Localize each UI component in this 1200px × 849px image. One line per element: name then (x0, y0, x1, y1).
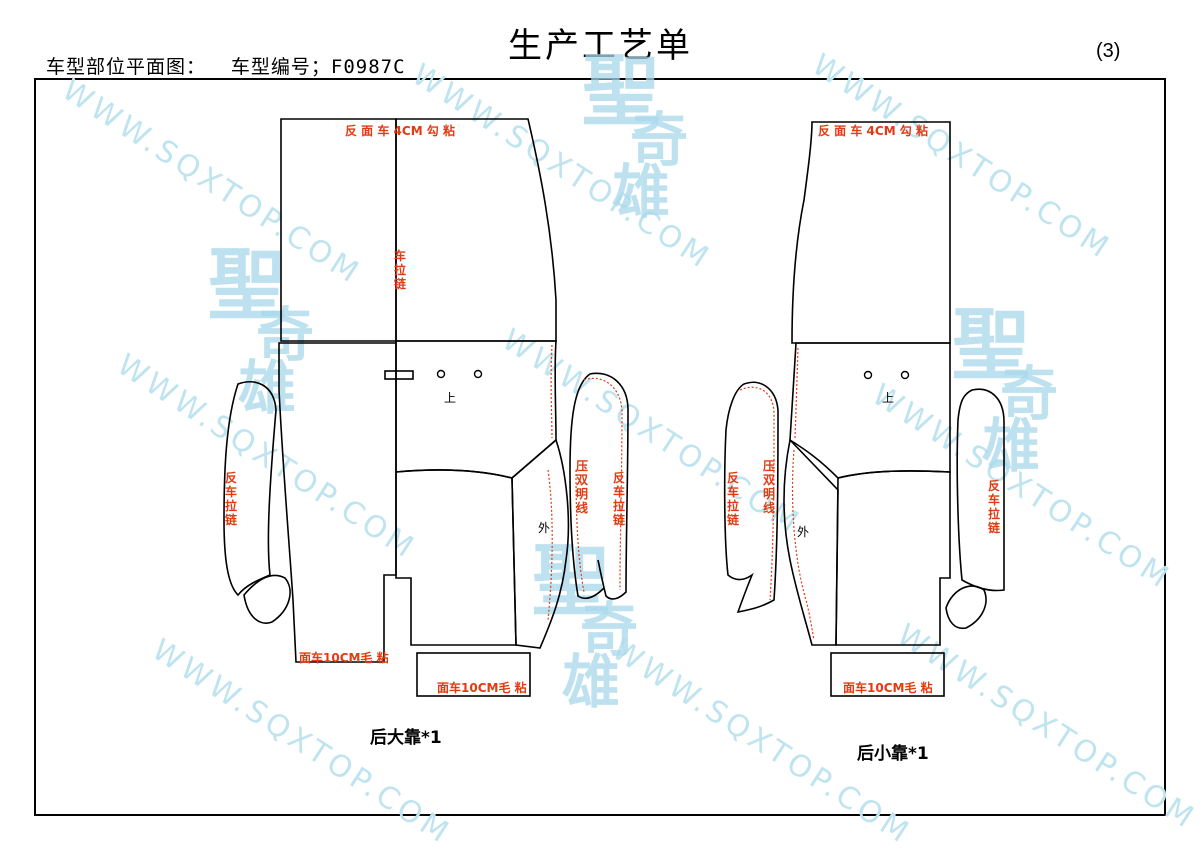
watermark-url: WWW.SQXTOP.COM (496, 322, 808, 541)
left-bottom-strip (416, 652, 531, 697)
right-bottom-note: 面车10CM毛 粘 (843, 680, 933, 695)
right-outer-mark: 外 (797, 525, 809, 539)
note-char: 链 (727, 512, 740, 527)
watermark-url: WWW.SQXTOP.COM (606, 632, 918, 849)
right-up-mark: 上 (882, 391, 894, 405)
note-char: 拉 (727, 498, 739, 513)
right-top-panel (791, 121, 951, 344)
note-char: 链 (394, 276, 407, 291)
left-side-note: 反 车 拉 链 (225, 470, 238, 527)
note-char: 车 (394, 248, 406, 263)
note-char: 反 (727, 470, 739, 485)
note-char: 拉 (988, 506, 1000, 521)
note-char: 链 (225, 512, 238, 527)
watermark-logo-char: 奇 (580, 596, 638, 664)
marker-hole (863, 370, 873, 380)
watermark-logo-char: 雄 (612, 158, 670, 226)
drawing-frame (34, 78, 1166, 816)
note-char: 链 (988, 520, 1001, 535)
right-left-note-1: 反 车 拉 链 (727, 470, 740, 527)
marker-hole (436, 369, 446, 379)
watermark-logo-char: 聖 (952, 300, 1030, 391)
right-stitch-lines (739, 347, 815, 641)
note-char: 线 (763, 500, 775, 515)
note-char: 双 (763, 473, 775, 487)
note-char: 车 (727, 484, 739, 499)
note-char: 车 (988, 492, 1000, 507)
model-number: 车型编号；F0987C (230, 56, 406, 78)
note-char: 拉 (613, 498, 625, 513)
note-char: 明 (576, 487, 588, 501)
zipper-tab (384, 370, 414, 380)
note-char: 线 (576, 500, 588, 515)
note-char: 反 (613, 470, 625, 485)
left-caption: 后大靠*1 (370, 727, 442, 748)
right-right-note: 反 车 拉 链 (988, 478, 1001, 535)
left-outer-wing (511, 438, 570, 649)
left-arm-piece (223, 381, 277, 597)
note-char: 明 (763, 487, 775, 501)
left-arm-flap (243, 574, 291, 624)
marker-hole (900, 370, 910, 380)
right-lower-block (835, 470, 951, 646)
left-top-panel-b (395, 118, 557, 342)
right-caption: 后小靠*1 (857, 743, 929, 764)
watermark-logo-char: 聖 (532, 536, 610, 627)
watermark-logo-char: 聖 (208, 240, 286, 331)
watermark-logo-char: 聖 (582, 46, 660, 137)
note-char: 反 (988, 478, 1000, 493)
note-char: 车 (225, 484, 237, 499)
left-body-strip (278, 342, 397, 663)
left-bottom-note-2: 面车10CM毛 粘 (437, 680, 527, 695)
right-left-arm-piece (723, 381, 779, 614)
watermark-url: WWW.SQXTOP.COM (891, 617, 1200, 836)
plan-header: 车型部位平面图： 车型编号；F0987C (46, 52, 406, 79)
watermark-logo-char: 雄 (562, 648, 620, 716)
left-up-mark: 上 (444, 391, 456, 405)
watermark-logo-char: 奇 (1000, 360, 1058, 428)
left-stitch-lines (547, 344, 623, 621)
note-char: 双 (576, 473, 588, 487)
watermark-logo-char: 奇 (630, 106, 688, 174)
left-pattern (223, 118, 629, 697)
watermark-url: WWW.SQXTOP.COM (806, 47, 1118, 266)
right-bottom-strip (830, 652, 945, 697)
right-left-note-2: 压 双 明 线 (763, 459, 775, 515)
right-arm-flap (945, 585, 987, 630)
note-char: 反 (225, 470, 237, 485)
left-outer-mark: 外 (538, 521, 550, 535)
left-top-note: 反 面 车 4CM 勾 粘 (345, 123, 455, 138)
right-top-note: 反 面 车 4CM 勾 粘 (818, 123, 928, 138)
page-number: (3) (1096, 40, 1121, 62)
marker-hole (473, 369, 483, 379)
watermark-logo-char: 奇 (256, 301, 314, 369)
left-right-note-2: 反 车 拉 链 (613, 470, 626, 527)
note-char: 压 (576, 459, 588, 473)
right-outer-wing (783, 438, 839, 646)
left-right-note-1: 压 双 明 线 (576, 459, 588, 515)
document-title: 生产工艺单 (508, 26, 693, 66)
left-bottom-note-1: 面车10CM毛 粘 (299, 650, 389, 665)
watermark-logo-char: 雄 (982, 412, 1040, 480)
note-char: 车 (613, 484, 625, 499)
left-center-note: 车 拉 链 (394, 248, 407, 291)
note-char: 链 (613, 512, 626, 527)
note-char: 压 (763, 459, 775, 473)
note-char: 拉 (225, 498, 237, 513)
right-arm-piece (569, 372, 629, 600)
plan-label: 车型部位平面图： (46, 56, 207, 78)
right-pattern (723, 121, 1005, 697)
left-lower-block (395, 469, 517, 646)
note-char: 拉 (394, 262, 406, 277)
